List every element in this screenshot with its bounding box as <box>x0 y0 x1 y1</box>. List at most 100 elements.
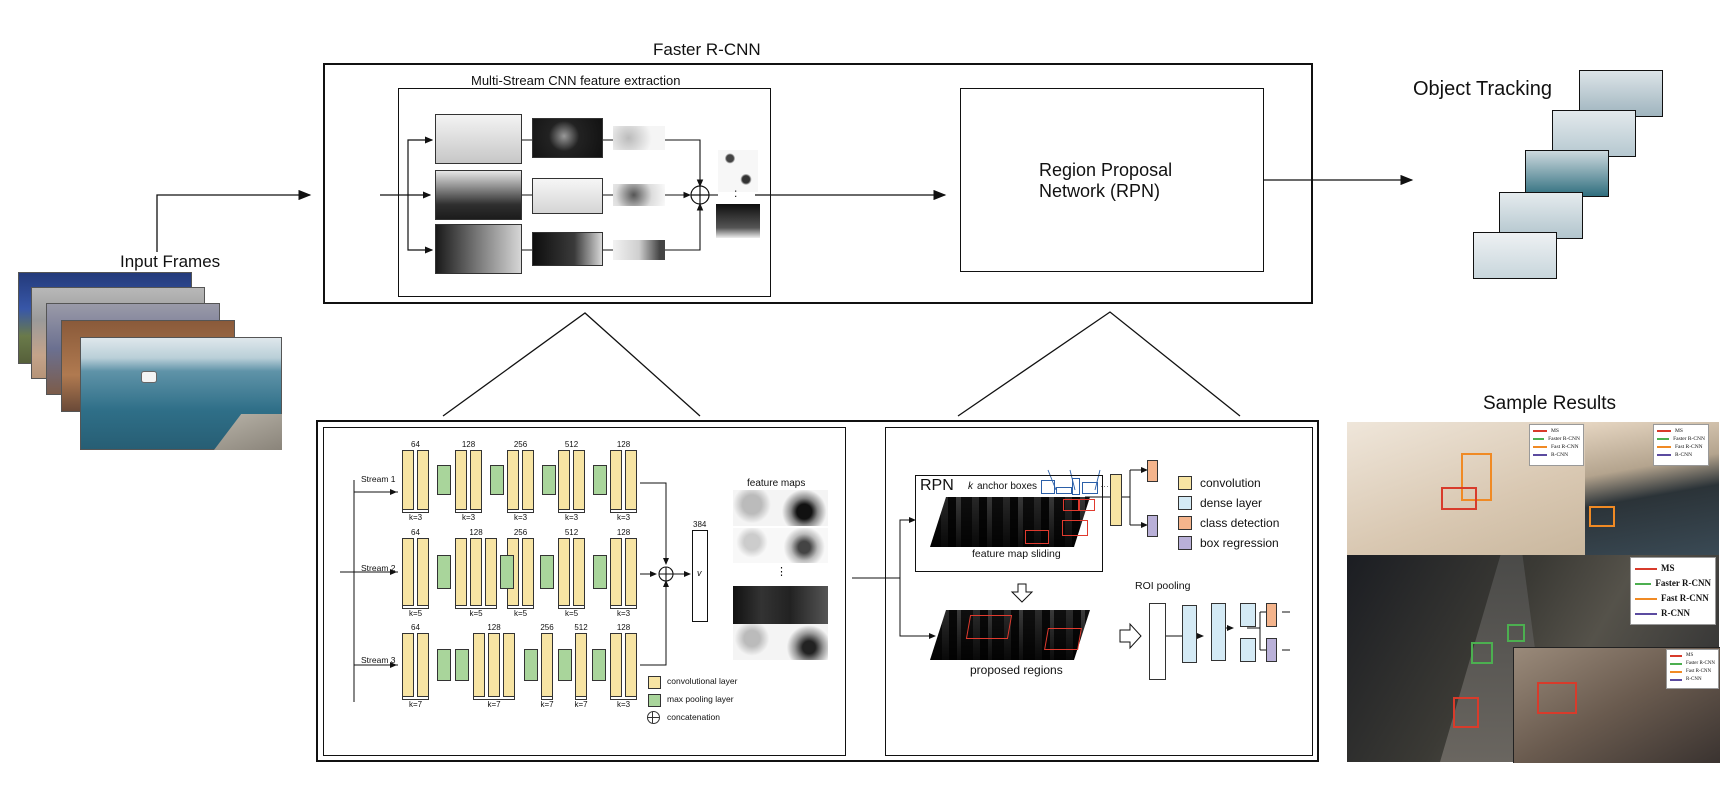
input-arrow <box>156 189 312 252</box>
sample-legend-text: MS <box>1686 653 1694 658</box>
conv-layer <box>485 538 497 606</box>
pool-layer <box>500 555 514 589</box>
conv-layer <box>455 538 467 606</box>
kernel-label: k=7 <box>540 700 554 709</box>
kernel-label: k=7 <box>408 700 423 709</box>
sample-legend-row: R-CNN <box>1635 606 1711 621</box>
roi-pooling-label: ROI pooling <box>1135 580 1191 592</box>
conv-layer <box>522 538 534 606</box>
sample-legend-line <box>1533 454 1547 456</box>
group-brace <box>575 697 587 700</box>
conv-layer <box>507 450 519 510</box>
channel-label: 256 <box>513 528 528 537</box>
group-brace <box>507 510 534 513</box>
stream2-image-b <box>532 178 603 214</box>
kernel-label: k=5 <box>564 609 579 618</box>
rpn-conv-block <box>1110 474 1122 526</box>
channel-label: 256 <box>540 623 554 632</box>
concat-feature-a <box>718 150 758 192</box>
legend-box-label: box regression <box>1200 536 1279 550</box>
roi-class-block <box>1266 603 1277 627</box>
pool-layer <box>542 465 556 495</box>
faster-rcnn-title: Faster R-CNN <box>653 40 761 59</box>
sample-legend-line <box>1635 612 1657 615</box>
cnn-detail-box <box>323 427 846 756</box>
pool-layer <box>490 465 504 495</box>
sample-legend-text: Fast R-CNN <box>1551 444 1579 450</box>
group-brace <box>402 606 429 609</box>
rpn-title: RPN <box>920 477 954 494</box>
sample-img-2-box <box>1589 506 1615 527</box>
legend-box: box regression <box>1178 536 1279 550</box>
stream3-image-b <box>532 232 603 266</box>
conv-layer <box>573 538 585 606</box>
group-brace <box>455 606 497 609</box>
conv-layer <box>558 538 570 606</box>
sample-legend-line <box>1670 655 1682 657</box>
conv-layer <box>625 450 637 510</box>
sample-legend-line <box>1657 454 1671 456</box>
conv-layer <box>470 450 482 510</box>
boat-in-frame <box>141 371 157 383</box>
kernel-label: k=3 <box>461 513 476 522</box>
group-brace <box>558 606 585 609</box>
concat-vector <box>692 530 708 622</box>
sample-legend-line <box>1635 567 1657 570</box>
kernel-label: k=3 <box>513 513 528 522</box>
conv-layer <box>417 633 429 697</box>
sample-img-3-box-c <box>1453 697 1479 728</box>
sliding-box-1 <box>1063 499 1079 511</box>
kernel-label: k=7 <box>574 700 588 709</box>
conv-layer <box>402 538 414 606</box>
channel-label: 128 <box>487 623 501 632</box>
pool-layer <box>455 649 469 681</box>
pool-layer <box>592 649 606 681</box>
sliding-box-2 <box>1079 499 1095 511</box>
rpn-box-block-a <box>1147 515 1158 537</box>
sample-legend-row: R-CNN <box>1533 451 1580 459</box>
down-arrow-icon <box>1010 583 1034 603</box>
rpn-label-line2: Network (RPN) <box>1039 181 1161 201</box>
legend-dense: dense layer <box>1178 496 1279 510</box>
conv-layer <box>610 450 622 510</box>
group-brace <box>541 697 553 700</box>
stream3-image-c <box>613 240 665 260</box>
feature-map-4 <box>733 624 828 660</box>
stream2-image-a <box>435 170 522 220</box>
sample-legend-text: R-CNN <box>1551 452 1569 458</box>
tracking-frame-2 <box>1552 110 1636 157</box>
sample-legend-row: R-CNN <box>1657 451 1705 459</box>
sample-legend-text: R-CNN <box>1675 452 1693 458</box>
sample-legend-row: Fast R-CNN <box>1670 668 1715 676</box>
anchor-k: k <box>968 481 973 492</box>
conv-layer <box>470 538 482 606</box>
tracking-frame-5 <box>1473 232 1557 279</box>
sample-img-3-box-a <box>1471 642 1493 664</box>
sample-legend-row: MS <box>1635 561 1711 576</box>
sample-legend-line <box>1533 430 1547 432</box>
sample-legend-text: Faster R-CNN <box>1673 436 1705 442</box>
sample-legend-line <box>1657 446 1671 448</box>
anchor-box-3 <box>1072 478 1080 495</box>
pool-layer <box>437 649 451 681</box>
conv-layer <box>541 633 553 697</box>
sample-legend-text: Faster R-CNN <box>1655 578 1711 588</box>
feature-map-2 <box>733 528 828 563</box>
conv-layer <box>625 538 637 606</box>
feature-map-1 <box>733 490 828 526</box>
channel-label: 256 <box>513 440 528 449</box>
v-label: v <box>697 568 702 578</box>
sample-legend-line <box>1533 438 1545 440</box>
rpn-class-block-a <box>1147 460 1158 482</box>
sample-img-3-box-b <box>1507 624 1525 642</box>
legend-concat-label: concatenation <box>667 712 720 722</box>
group-brace <box>473 697 515 700</box>
sample-legend-row: Fast R-CNN <box>1657 443 1705 451</box>
feature-maps-label: feature maps <box>747 478 806 489</box>
kernel-label: k=5 <box>513 609 528 618</box>
multi-stream-title: Multi-Stream CNN feature extraction <box>469 73 683 88</box>
pool-layer <box>437 465 451 495</box>
